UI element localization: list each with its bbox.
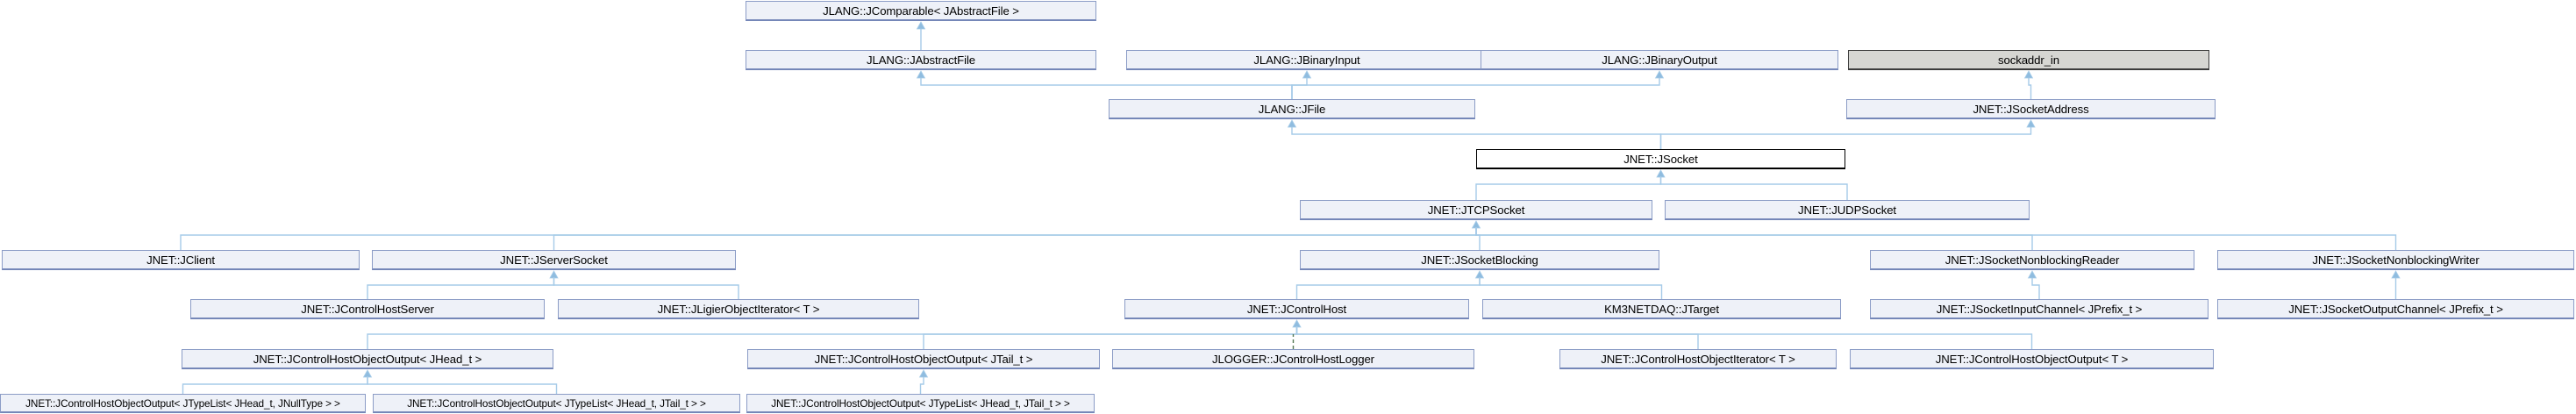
class-node-out_jtail[interactable]: JNET::JControlHostObjectOutput< JTail_t … [747, 349, 1100, 369]
inheritance-edge [180, 227, 1477, 250]
class-node-binaryinput[interactable]: JLANG::JBinaryInput [1126, 50, 1488, 70]
class-node-jsocket: JNET::JSocket [1476, 149, 1845, 169]
class-node-label: JNET::JControlHostObjectIterator< T > [1601, 352, 1795, 366]
class-node-label: JNET::JControlHostObjectOutput< JTypeLis… [407, 396, 706, 410]
class-node-label: JNET::JControlHostObjectOutput< T > [1935, 352, 2129, 366]
class-node-tcpsocket[interactable]: JNET::JTCPSocket [1300, 200, 1652, 220]
class-node-comparable[interactable]: JLANG::JComparable< JAbstractFile > [746, 1, 1096, 21]
class-node-udpsocket[interactable]: JNET::JUDPSocket [1665, 200, 2030, 220]
arrowhead-icon [916, 21, 926, 30]
class-node-label: JNET::JTCPSocket [1427, 203, 1525, 217]
inheritance-edge [1475, 176, 1662, 200]
class-node-out_t[interactable]: JNET::JControlHostObjectOutput< T > [1850, 349, 2214, 369]
inheritance-edge [367, 277, 555, 299]
class-node-label: JNET::JSocketOutputChannel< JPrefix_t > [2288, 302, 2503, 316]
inheritance-edge [1295, 326, 1699, 349]
inheritance-edge [182, 376, 368, 394]
inheritance-edge [2031, 277, 2040, 299]
inheritance-edge [919, 376, 924, 394]
inheritance-edge [1659, 126, 2032, 149]
inheritance-edge [553, 277, 739, 299]
arrowhead-icon [1471, 220, 1481, 229]
arrowhead-icon [2023, 70, 2034, 79]
inheritance-edge [2028, 77, 2032, 99]
class-node-label: JNET::JSocketInputChannel< JPrefix_t > [1936, 302, 2143, 316]
inheritance-edge [1479, 277, 1663, 299]
class-node-chlogger[interactable]: JLOGGER::JControlHostLogger [1112, 349, 1474, 369]
arrowhead-icon [2026, 119, 2036, 128]
arrowhead-icon [1302, 70, 1312, 79]
class-node-sockaddr_in: sockaddr_in [1848, 50, 2209, 70]
class-node-label: JLANG::JFile [1258, 102, 1326, 116]
class-node-label: JNET::JServerSocket [500, 253, 608, 267]
arrowhead-icon [549, 270, 559, 279]
inheritance-edge [1475, 227, 2397, 250]
class-node-out_tl_tail2[interactable]: JNET::JControlHostObjectOutput< JTypeLis… [746, 394, 1095, 413]
class-node-label: JNET::JControlHost [1246, 302, 1347, 316]
class-node-out_tl_tail1[interactable]: JNET::JControlHostObjectOutput< JTypeLis… [373, 394, 740, 413]
class-node-label: JNET::JControlHostObjectOutput< JTypeLis… [771, 396, 1070, 410]
class-node-label: JNET::JSocketAddress [1973, 102, 2089, 116]
class-node-inputchannel[interactable]: JNET::JSocketInputChannel< JPrefix_t > [1870, 299, 2209, 319]
inheritance-edge [553, 227, 1477, 250]
class-node-label: JNET::JControlHostObjectOutput< JTypeLis… [25, 396, 340, 410]
class-node-jclient[interactable]: JNET::JClient [2, 250, 360, 270]
class-node-label: JLANG::JAbstractFile [866, 53, 976, 67]
inheritance-edge [920, 77, 1293, 99]
inheritance-edge [1295, 277, 1481, 299]
class-node-controlhost[interactable]: JNET::JControlHost [1124, 299, 1469, 319]
class-node-label: JNET::JSocket [1623, 152, 1698, 166]
class-node-label: JNET::JSocketNonblockingReader [1944, 253, 2120, 267]
class-node-binaryoutput[interactable]: JLANG::JBinaryOutput [1481, 50, 1838, 70]
class-node-label: JNET::JLigierObjectIterator< T > [657, 302, 820, 316]
class-node-ligieriterator[interactable]: JNET::JLigierObjectIterator< T > [558, 299, 919, 319]
arrowhead-icon [916, 70, 926, 79]
class-node-abstractfile[interactable]: JLANG::JAbstractFile [746, 50, 1096, 70]
class-node-jtarget[interactable]: KM3NETDAQ::JTarget [1482, 299, 1841, 319]
class-node-out_tl_null[interactable]: JNET::JControlHostObjectOutput< JTypeLis… [0, 394, 366, 413]
class-node-label: JNET::JSocketBlocking [1421, 253, 1538, 267]
arrowhead-icon [1654, 70, 1665, 79]
class-node-serversocket[interactable]: JNET::JServerSocket [372, 250, 736, 270]
arrowhead-icon [1287, 119, 1297, 128]
class-node-label: JLANG::JBinaryInput [1253, 53, 1360, 67]
arrowhead-icon [918, 369, 929, 378]
inheritance-edge [1291, 126, 1662, 149]
class-node-socketaddress[interactable]: JNET::JSocketAddress [1846, 99, 2216, 119]
class-node-label: JNET::JControlHostObjectOutput< JTail_t … [814, 352, 1033, 366]
class-node-label: JNET::JControlHostObjectOutput< JHead_t … [253, 352, 482, 366]
class-node-label: JLANG::JBinaryOutput [1602, 53, 1717, 67]
arrowhead-icon [1474, 270, 1485, 279]
inheritance-edge [1475, 227, 2033, 250]
inheritance-edge [1291, 77, 1660, 99]
class-node-socketblocking[interactable]: JNET::JSocketBlocking [1300, 250, 1659, 270]
class-node-jfile[interactable]: JLANG::JFile [1109, 99, 1475, 119]
class-node-label: JNET::JUDPSocket [1798, 203, 1896, 217]
class-node-label: JNET::JClient [146, 253, 215, 267]
class-node-chiterator[interactable]: JNET::JControlHostObjectIterator< T > [1559, 349, 1837, 369]
class-node-label: sockaddr_in [1997, 53, 2059, 67]
class-node-label: KM3NETDAQ::JTarget [1604, 302, 1719, 316]
inheritance-edge [367, 326, 1298, 349]
arrowhead-icon [362, 369, 373, 378]
arrowhead-icon [2027, 270, 2037, 279]
inheritance-edge [1295, 326, 2033, 349]
class-node-out_jhead[interactable]: JNET::JControlHostObjectOutput< JHead_t … [182, 349, 553, 369]
arrowhead-icon [1656, 169, 1666, 178]
class-node-nbreader[interactable]: JNET::JSocketNonblockingReader [1870, 250, 2194, 270]
class-node-label: JLANG::JComparable< JAbstractFile > [823, 4, 1019, 18]
inheritance-edge [1291, 77, 1308, 99]
class-node-label: JNET::JControlHostServer [301, 302, 434, 316]
class-node-nbwriter[interactable]: JNET::JSocketNonblockingWriter [2217, 250, 2574, 270]
inheritance-edge [1659, 176, 1848, 200]
inheritance-edge [367, 376, 558, 394]
class-node-controlhostserver[interactable]: JNET::JControlHostServer [190, 299, 545, 319]
class-node-outputchannel[interactable]: JNET::JSocketOutputChannel< JPrefix_t > [2217, 299, 2574, 319]
class-node-label: JLOGGER::JControlHostLogger [1212, 352, 1374, 366]
class-node-label: JNET::JSocketNonblockingWriter [2312, 253, 2480, 267]
arrowhead-icon [2391, 270, 2401, 279]
arrowhead-icon [1292, 319, 1302, 328]
inheritance-edge [923, 326, 1298, 349]
